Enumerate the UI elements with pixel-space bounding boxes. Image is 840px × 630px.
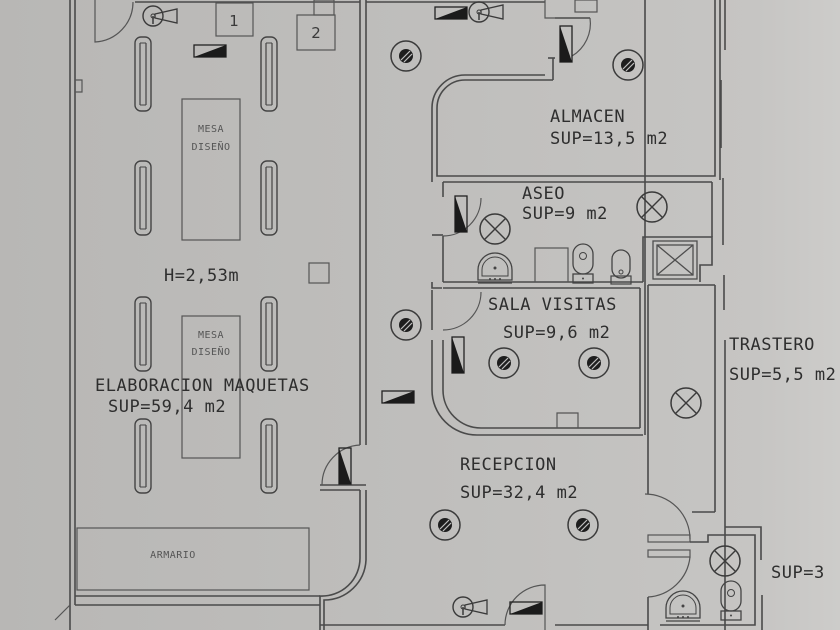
room-name-almacen: ALMACEN — [550, 107, 625, 127]
room-area-aseo: SUP=9 m2 — [522, 204, 608, 224]
room-area-sala-visitas: SUP=9,6 m2 — [503, 323, 610, 343]
mesa-1-line2: DISEÑO — [191, 140, 230, 153]
room-area-almacen: SUP=13,5 m2 — [550, 129, 668, 149]
mesa-diseno-2: MESA DISEÑO — [181, 315, 241, 459]
room-name-trastero: TRASTERO — [729, 335, 815, 355]
mesa-1-line1: MESA — [198, 124, 224, 135]
walls — [54, 0, 763, 630]
mesa-2-line2: DISEÑO — [191, 345, 230, 358]
room-area-elaboracion: SUP=59,4 m2 — [108, 397, 226, 417]
room-name-sala-visitas: SALA VISITAS — [488, 295, 617, 315]
room-name-aseo: ASEO — [522, 184, 565, 204]
room-name-recepcion: RECEPCION — [460, 455, 557, 475]
box-1-label: 1 — [229, 12, 239, 30]
mesa-diseno-1: MESA DISEÑO — [181, 98, 241, 241]
mesa-2-line1: MESA — [198, 330, 224, 341]
armario: ARMARIO — [76, 527, 310, 591]
box-2-label: 2 — [311, 24, 321, 42]
room-area-recepcion: SUP=32,4 m2 — [460, 483, 578, 503]
shower-tray — [652, 240, 698, 280]
room-name-elaboracion: ELABORACION MAQUETAS — [95, 376, 310, 396]
box-2: 2 — [296, 0, 336, 51]
column-marker — [308, 262, 330, 284]
room-area-small-wc: SUP=3 — [771, 563, 825, 583]
room-area-trastero: SUP=5,5 m2 — [729, 365, 836, 385]
sanitary-fixtures — [477, 240, 742, 622]
height-note: H=2,53m — [164, 266, 239, 286]
box-1: 1 — [215, 2, 254, 37]
armario-label: ARMARIO — [150, 550, 196, 561]
